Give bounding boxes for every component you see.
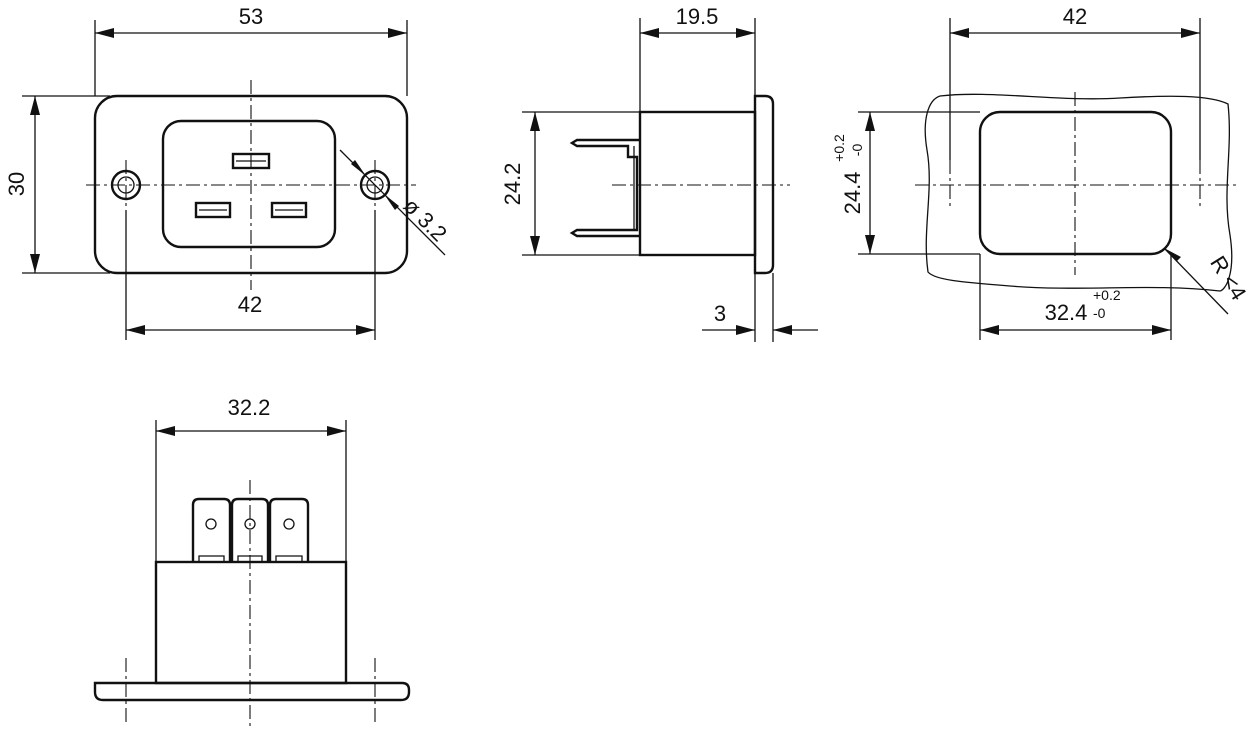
rear-flange — [93, 681, 411, 702]
front-hole-spacing-dim: 42 — [238, 292, 262, 317]
panel-cutout — [978, 110, 1173, 256]
front-pin-slot-left — [194, 201, 232, 219]
panel-outline — [924, 93, 1233, 292]
rear-view: 32.2 — [93, 395, 411, 730]
front-pin-slot-right — [270, 201, 308, 219]
front-height-dim: 30 — [4, 172, 29, 196]
side-flange-thickness-dim: 3 — [714, 301, 726, 326]
rear-body — [154, 560, 348, 685]
cutout-height-tol-lower: -0 — [849, 144, 865, 157]
side-terminal-top — [569, 138, 640, 238]
side-view: 19.5 24.2 3 — [500, 4, 818, 342]
side-body — [638, 110, 757, 257]
cutout-width-dim: 32.4 — [1045, 300, 1088, 325]
front-width-dim: 53 — [239, 4, 263, 29]
cutout-width-tol-upper: +0.2 — [1093, 287, 1121, 303]
front-socket-cavity — [161, 119, 337, 249]
panel-cutout-view: 42 24.4 +0.2 -0 32.4 +0.2 -0 R <4 — [831, 4, 1251, 340]
front-view: 53 30 42 ø 3.2 — [4, 4, 452, 340]
side-body-height-dim: 24.2 — [500, 163, 525, 206]
cutout-height-dim: 24.4 — [840, 172, 865, 215]
side-depth-dim: 19.5 — [676, 4, 719, 29]
cutout-width-tol-lower: -0 — [1093, 305, 1106, 321]
cutout-height-tol-upper: +0.2 — [831, 134, 847, 162]
cutout-corner-radius-dim: R <4 — [1205, 251, 1251, 304]
rear-width-dim: 32.2 — [228, 395, 271, 420]
cutout-hole-spacing-dim: 42 — [1063, 4, 1087, 29]
side-flange — [753, 94, 775, 275]
